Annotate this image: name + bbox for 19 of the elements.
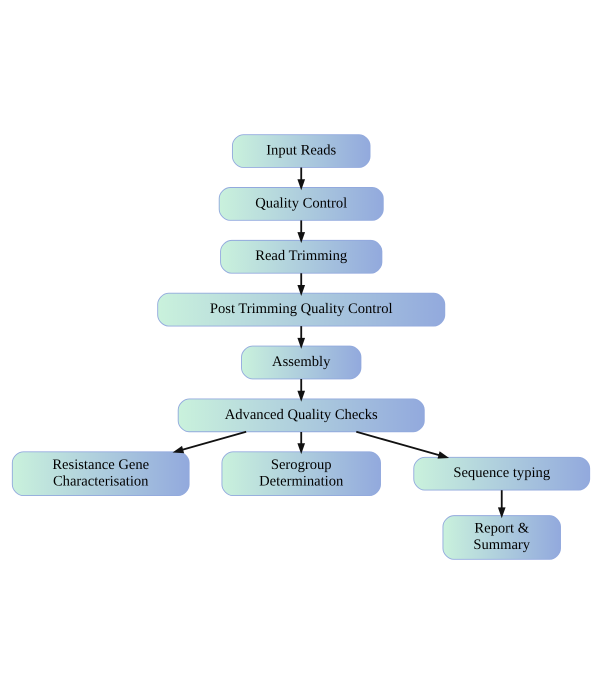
arrow [297,326,306,349]
arrow [297,220,306,244]
arrow [297,379,306,402]
node-box: Serogroup Determination [221,451,381,496]
node-box: Input Reads [232,134,370,168]
arrow [297,168,306,190]
node-box: Assembly [241,346,362,380]
node-box: Report & Summary [442,515,561,560]
node-box: Quality Control [218,187,384,221]
node-box: Read Trimming [220,240,382,274]
node-box: Resistance Gene Characterisation [12,451,190,496]
arrow [498,490,506,518]
node-box: Post Trimming Quality Control [157,292,446,326]
arrow [172,430,246,454]
node-box: Sequence typing [413,456,590,491]
node-box: Advanced Quality Checks [178,398,425,432]
arrow [356,430,450,459]
arrow [297,273,306,296]
arrow [297,432,306,454]
